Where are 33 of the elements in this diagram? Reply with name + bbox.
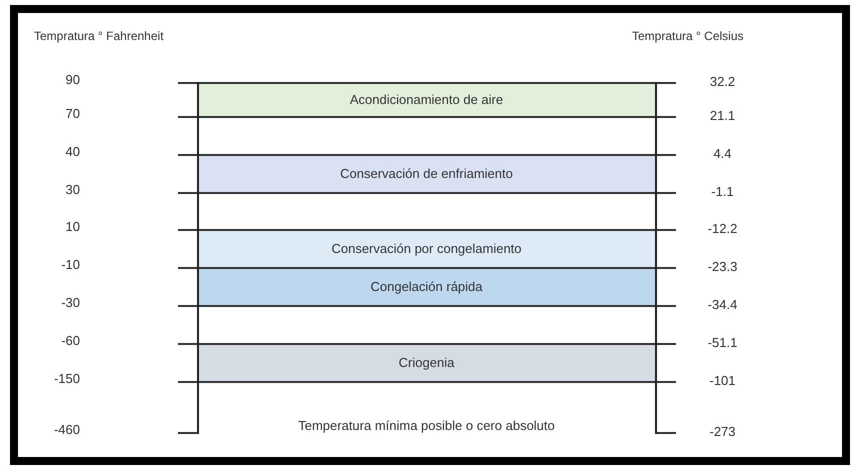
tick-label: 30 (64, 182, 80, 198)
temperature-band (198, 344, 655, 381)
tick-label: -34.4 (706, 297, 738, 313)
tick-label: 10 (64, 219, 80, 235)
tick-label: 4.4 (712, 146, 733, 162)
tick-label: 90 (64, 72, 80, 88)
axis-title: Tempratura ° Celsius (632, 28, 744, 44)
tick-label: 32.2 (708, 74, 736, 90)
temperature-band (198, 155, 655, 192)
tick-label: -60 (60, 333, 80, 349)
tick-label: -12.2 (706, 221, 738, 237)
tick-label: -460 (52, 422, 80, 438)
tick-label: 21.1 (708, 108, 736, 124)
band-label: Conservación de enfriamiento (340, 166, 513, 181)
temperature-band (198, 83, 655, 116)
tick-label: -23.3 (706, 259, 738, 275)
band-label: Congelación rápida (370, 279, 483, 294)
scale-note: Temperatura mínima posible o cero absoluto (297, 418, 556, 434)
tick-label: 40 (64, 144, 80, 160)
tick-label: -10 (60, 257, 80, 273)
tick-label: -51.1 (706, 335, 738, 351)
temperature-band (198, 268, 655, 305)
band-label: Acondicionamiento de aire (350, 92, 504, 107)
tick-label: -273 (708, 424, 737, 440)
tick-label: -101 (708, 373, 737, 389)
band-label: Criogenia (398, 355, 454, 370)
band-label: Conservación por congelamiento (331, 241, 522, 256)
tick-label: -1.1 (710, 184, 735, 200)
tick-label: -150 (52, 371, 80, 387)
axis-title: Tempratura ° Fahrenheit (34, 28, 164, 44)
tick-label: -30 (60, 295, 80, 311)
temperature-band (198, 230, 655, 267)
tick-label: 70 (64, 106, 80, 122)
